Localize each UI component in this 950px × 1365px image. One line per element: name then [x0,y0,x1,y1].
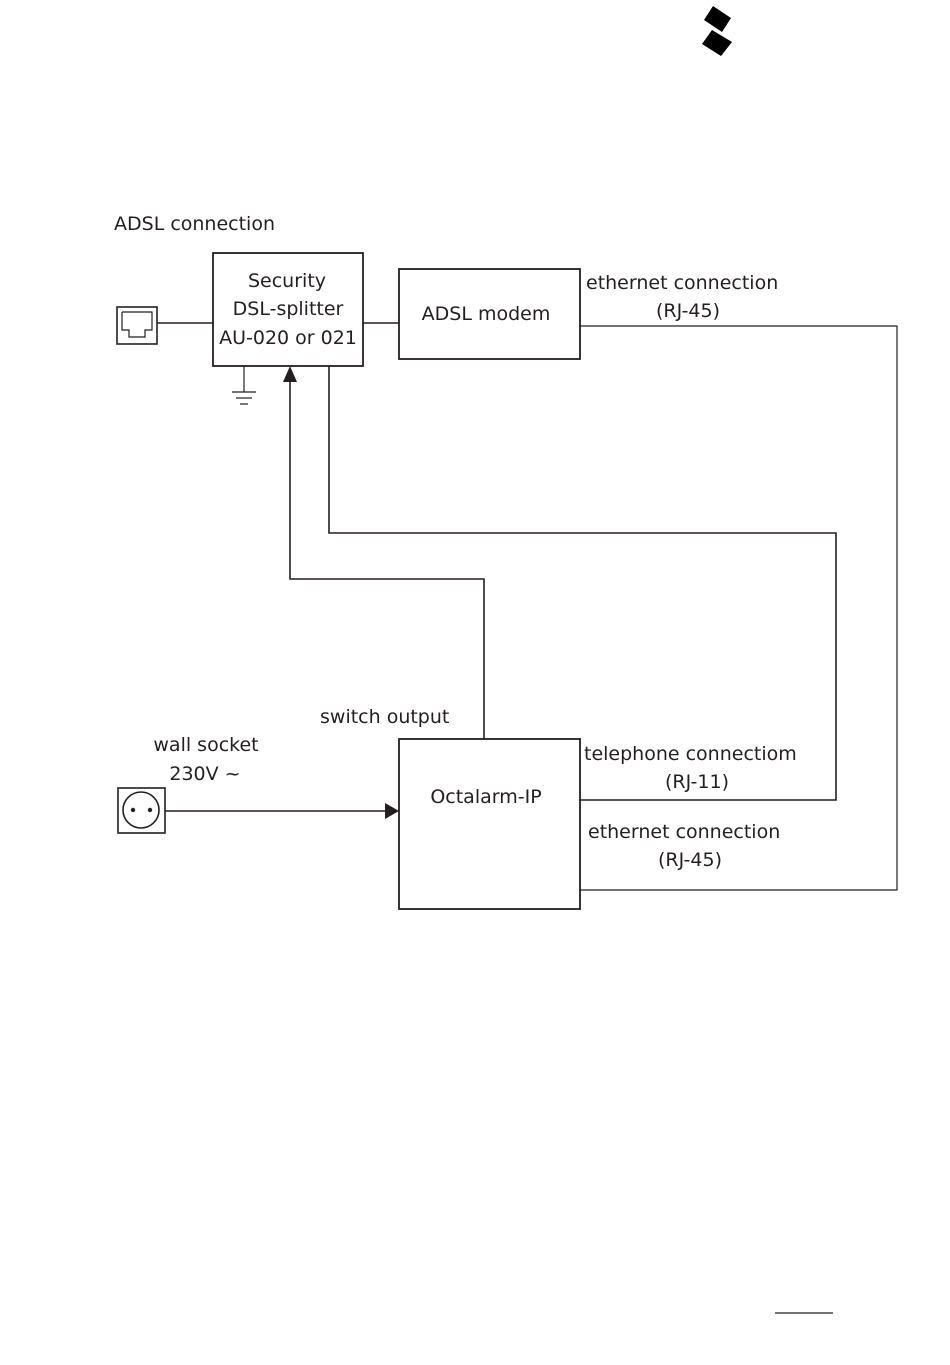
modem-label: ADSL modem [422,303,551,325]
eth-bottom-label: ethernet connection [588,821,780,843]
adsl-connection-label: ADSL connection [114,213,275,235]
octalarm-box [399,739,580,909]
telephone-cable [329,366,836,800]
wall-socket-voltage: 230V ~ [169,763,240,785]
eth-top-label: ethernet connection [586,272,778,294]
telephone-sublabel: (RJ-11) [665,771,729,793]
switch-output-label: switch output [320,706,449,728]
eth-bottom-sublabel: (RJ-45) [658,849,722,871]
splitter-subtitle: DSL-splitter [233,298,344,320]
wall-socket-label: wall socket [153,734,258,756]
wall-socket-icon [118,788,165,833]
logo-mark-icon [702,6,732,56]
rj-jack-icon [117,307,157,344]
ethernet-cable [580,326,897,890]
power-arrow-icon [385,803,399,819]
telephone-label: telephone connectiom [584,743,797,765]
splitter-title: Security [248,270,326,292]
switch-output-cable [290,382,484,739]
ground-icon [232,366,256,404]
octalarm-label: Octalarm-IP [430,786,541,808]
switch-arrow-icon [283,366,297,382]
eth-top-sublabel: (RJ-45) [656,300,720,322]
splitter-model: AU-020 or 021 [219,327,357,349]
